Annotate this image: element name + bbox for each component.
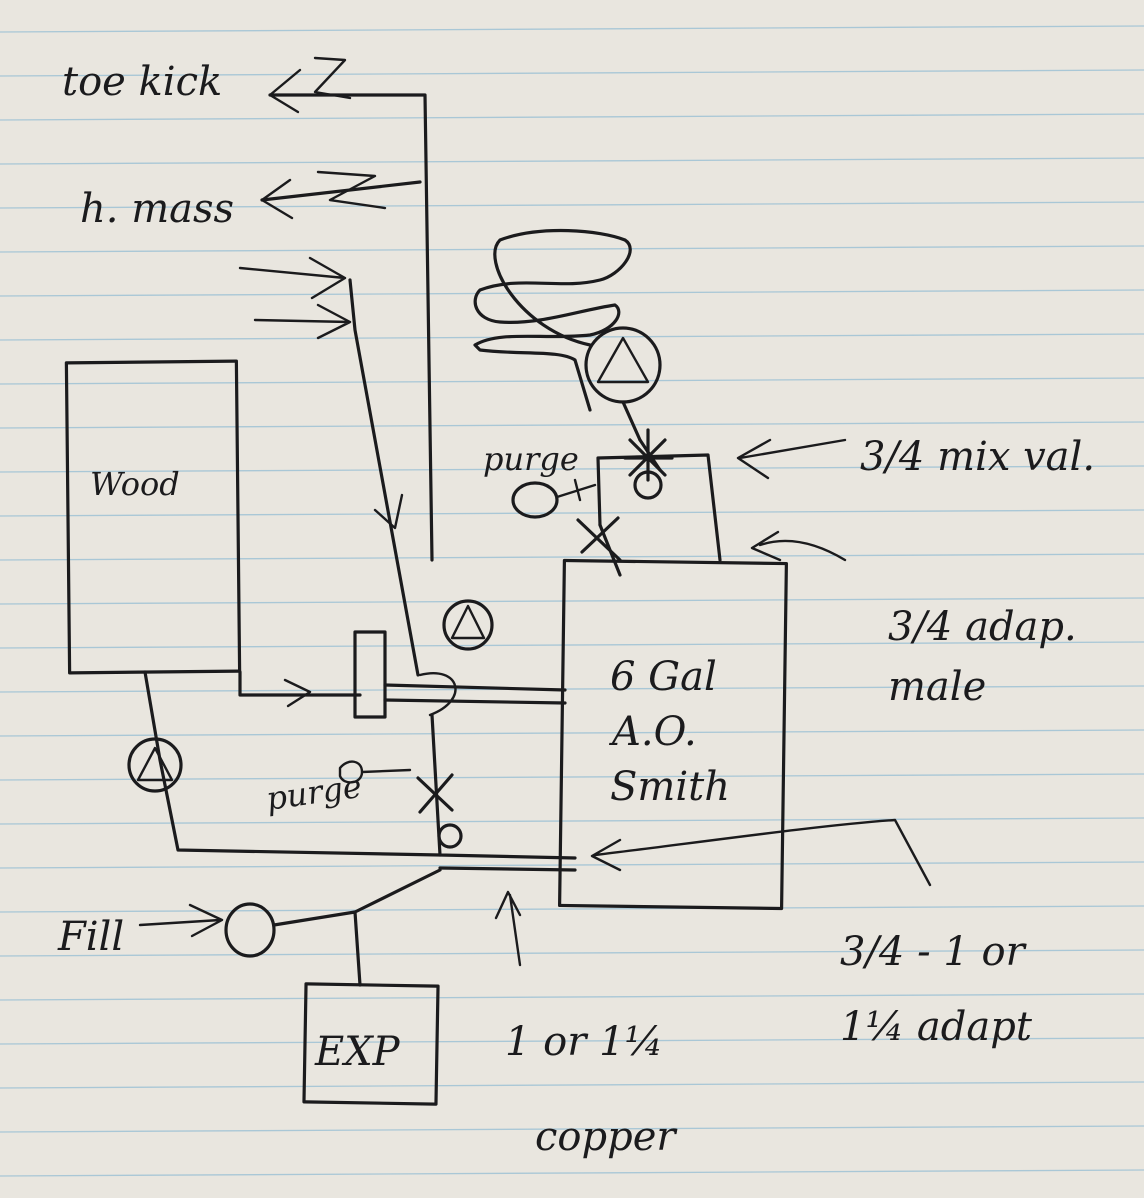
ruled-line (0, 641, 1144, 649)
fill-line (272, 868, 442, 987)
label-copper-2: copper (535, 1114, 678, 1160)
ruled-line (0, 993, 1144, 1001)
ruled-line (0, 685, 1144, 693)
wood-outlet-arrow (283, 678, 312, 708)
h-mass-line (260, 180, 422, 202)
ruled-line (0, 1081, 1144, 1089)
toe-kick-arrow (268, 56, 352, 114)
label-tank-line3: Smith (610, 764, 730, 810)
labels: toe kick h. mass Wood purge purge 6 Gal … (57, 59, 1095, 1160)
fill-valve-icon (224, 902, 276, 958)
ruled-line (0, 1169, 1144, 1177)
ruled-line (0, 949, 1144, 957)
h-mass-arrow (260, 170, 387, 220)
ruled-line (0, 25, 1144, 33)
label-copper-1: 1 or 1¼ (505, 1019, 663, 1065)
label-adapter-male-2: male (888, 664, 986, 710)
supply-arrow-2 (253, 303, 352, 340)
ruled-line (0, 729, 1144, 737)
coil-radiator (473, 228, 632, 412)
lower-purge-valve (338, 760, 412, 784)
ruled-line (0, 1037, 1144, 1045)
pump-upper-triangle (596, 336, 650, 384)
label-h-mass: h. mass (80, 186, 234, 232)
label-purge-upper: purge (483, 440, 579, 478)
ruled-line (0, 553, 1144, 561)
label-exp: EXP (314, 1029, 401, 1075)
label-fill: Fill (57, 914, 124, 960)
wood-return-line (143, 670, 442, 857)
lower-purge-x (416, 773, 454, 814)
toe-kick-line (268, 93, 434, 562)
wood-boiler-outlet (238, 670, 362, 697)
fill-arrow (138, 903, 224, 938)
main-tank-box (557, 558, 788, 911)
ruled-line (0, 69, 1144, 77)
ruled-line (0, 465, 1144, 473)
label-tank-line1: 6 Gal (610, 654, 717, 700)
label-wood: Wood (90, 465, 180, 503)
hx-to-tank-pipe (383, 683, 567, 705)
ruled-line (0, 157, 1144, 165)
wood-boiler-box (64, 359, 242, 675)
adapt-arrow (590, 818, 932, 887)
lower-valve-icon (437, 823, 463, 849)
ruled-line (0, 817, 1144, 825)
label-mix-valve: 3/4 mix val. (860, 434, 1095, 480)
label-toe-kick: toe kick (62, 59, 222, 105)
ruled-line (0, 421, 1144, 429)
label-adapt-1: 3/4 - 1 or (840, 929, 1028, 975)
ruled-line (0, 509, 1144, 517)
mix-valve-arrow (736, 438, 847, 480)
ruled-lines (0, 25, 1144, 1177)
pump-return-icon (442, 599, 494, 651)
ruled-line (0, 245, 1144, 253)
label-adapt-2: 1¼ adapt (840, 1004, 1033, 1050)
supply-arrow-1 (238, 256, 347, 300)
supply-down-arrow (373, 493, 404, 530)
pump-return-triangle (450, 604, 486, 640)
copper-arrow (494, 890, 522, 967)
mix-valve-star (623, 428, 674, 482)
hx-bulge (418, 672, 457, 717)
mix-valve-port-icon (633, 470, 663, 500)
upper-purge-stem (555, 478, 597, 502)
pump-wood-icon (127, 737, 183, 793)
ruled-line (0, 861, 1144, 869)
tank-top-pipe (598, 523, 622, 577)
ruled-line (0, 1125, 1144, 1133)
label-tank-line2: A.O. (608, 709, 697, 755)
supply-drop-line (348, 278, 420, 677)
label-adapter-male-1: 3/4 adap. (888, 604, 1077, 650)
upper-purge-valve-icon (511, 481, 559, 519)
piping-diagram (64, 56, 932, 1106)
upper-drop (621, 400, 642, 442)
expansion-tank-box (302, 982, 440, 1106)
ruled-line (0, 201, 1144, 209)
ruled-line (0, 597, 1144, 605)
ruled-line (0, 377, 1144, 385)
heat-exchanger-block (353, 630, 387, 719)
ruled-line (0, 773, 1144, 781)
ruled-line (0, 905, 1144, 913)
ruled-line (0, 113, 1144, 121)
pump-wood-triangle (136, 746, 174, 782)
adapter-male-arrow (750, 530, 847, 562)
ruled-line (0, 289, 1144, 297)
